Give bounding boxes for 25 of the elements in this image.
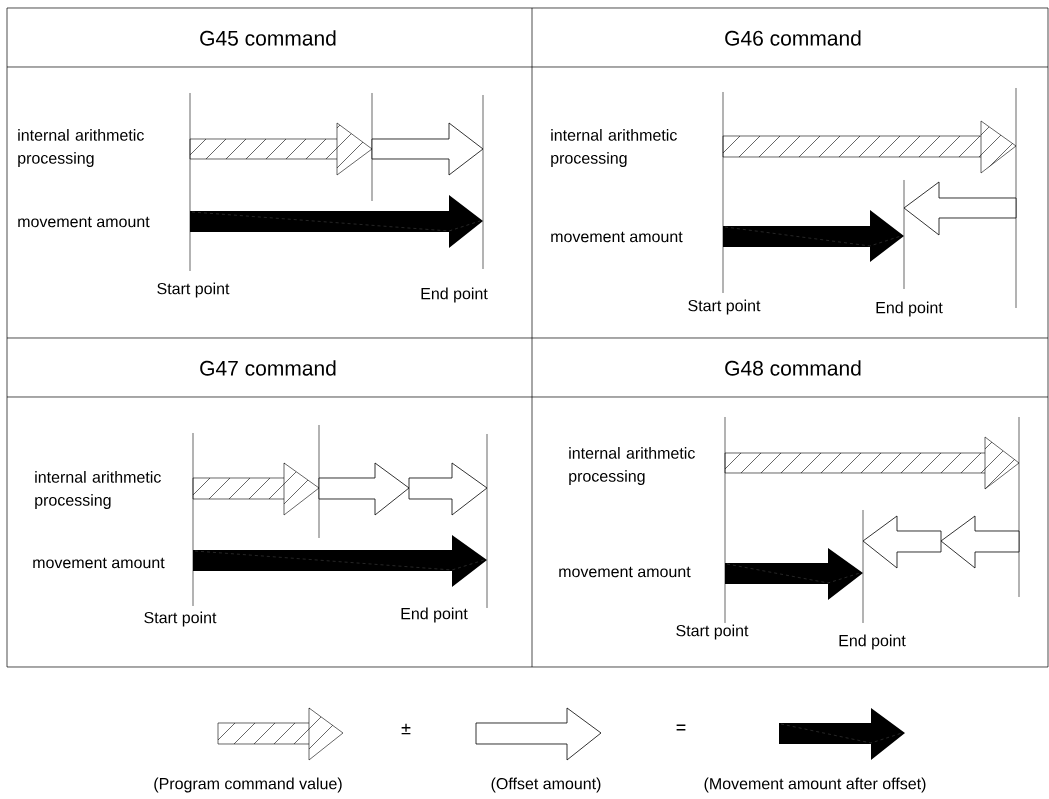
point-label: End point [401,607,468,623]
point-label: Start point [676,624,749,640]
panel-heading: G45 command [200,30,336,46]
point-label: Start point [157,282,230,298]
legend-text: (Offset amount) [491,777,601,793]
operator-sign: ± [401,723,411,735]
point-label: End point [839,634,906,650]
row-label: movement amount [33,557,165,569]
point-label: Start point [144,611,217,627]
row-label: internal arithmetic processing [569,447,695,485]
row-label: movement amount [559,566,691,578]
operator-sign: = [676,724,686,731]
row-label: internal arithmetic processing [551,129,677,167]
legend-text: (Movement amount after offset) [704,777,926,793]
panel-heading: G47 command [200,360,336,376]
legend-text: (Program command value) [154,777,342,793]
point-label: End point [421,287,488,303]
panel-heading: G48 command [725,360,861,376]
point-label: Start point [688,299,761,315]
point-label: End point [876,301,943,317]
row-label: internal arithmetic processing [18,129,144,167]
row-label: movement amount [18,216,150,228]
row-label: movement amount [551,231,683,243]
row-label: internal arithmetic processing [35,471,161,509]
panel-heading: G46 command [725,30,861,46]
